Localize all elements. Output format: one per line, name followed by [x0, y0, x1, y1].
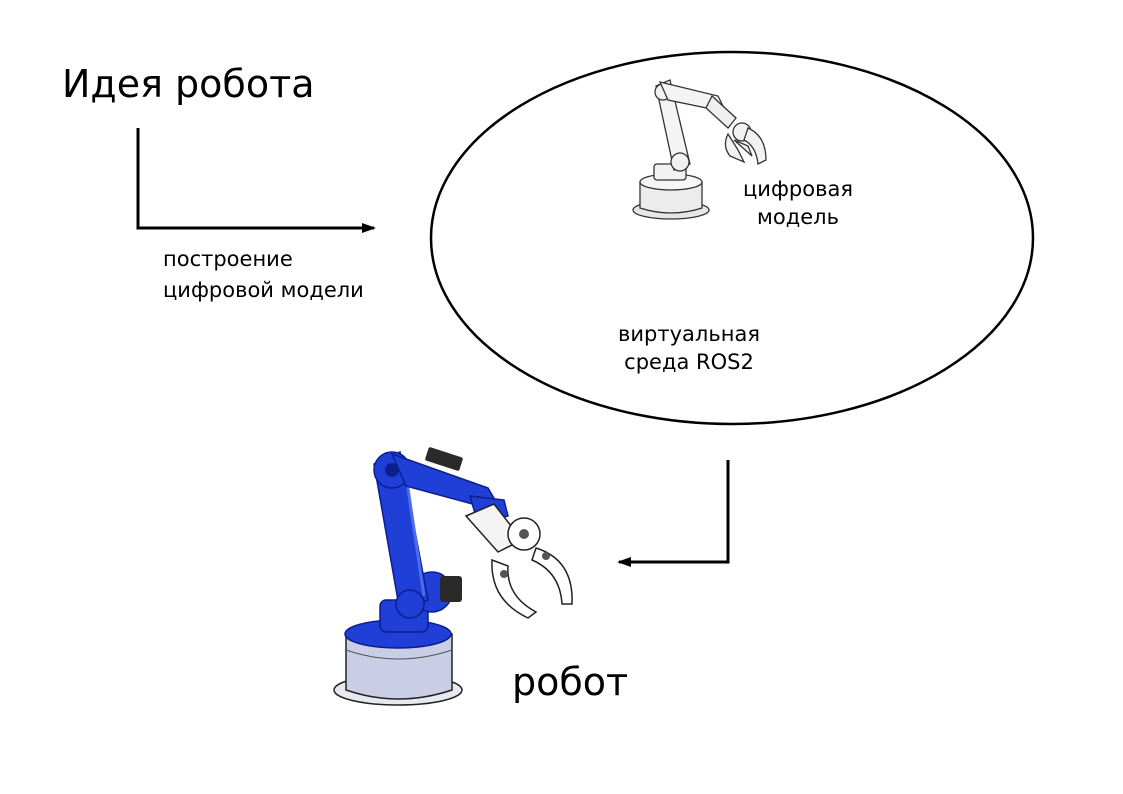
- robot-label: робот: [512, 660, 629, 704]
- digital-model-label-line1: цифровая: [743, 177, 853, 201]
- robot-arm-blue-icon: [333, 447, 573, 706]
- ros2-environment-label: виртуальная среда ROS2: [598, 320, 780, 376]
- arrow-idea-to-model: [136, 128, 376, 233]
- build-model-edge-label: построение цифровой модели: [163, 244, 364, 306]
- arrow-model-to-robot: [617, 460, 730, 567]
- ros2-environment-ellipse: [429, 50, 1035, 426]
- digital-model-label: цифровая модель: [728, 175, 868, 231]
- ros2-label-line2: среда ROS2: [624, 350, 754, 374]
- edge-label-line2: цифровой модели: [163, 278, 364, 302]
- ros2-label-line1: виртуальная: [618, 322, 760, 346]
- edge-label-line1: построение: [163, 247, 293, 271]
- digital-model-label-line2: модель: [757, 205, 839, 229]
- robot-arm-sketch-icon: [632, 79, 767, 220]
- idea-title: Идея робота: [62, 62, 315, 106]
